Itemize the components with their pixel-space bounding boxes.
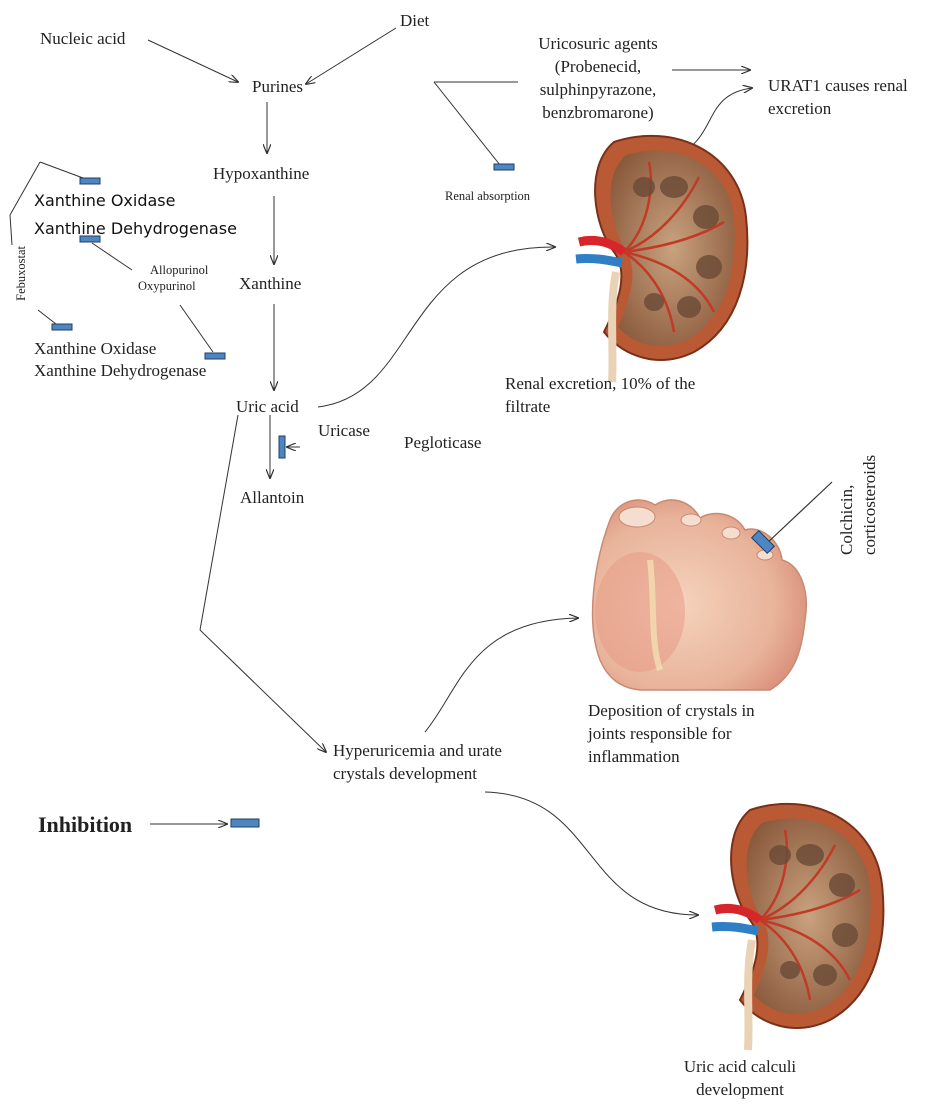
uricosuric-line-4: benzbromarone) (518, 102, 678, 125)
uricosuric-line-2: (Probenecid, (518, 56, 678, 79)
label-hypoxanthine: Hypoxanthine (213, 163, 309, 186)
uricosuric-line-3: sulphinpyrazone, (518, 79, 678, 102)
label-allantoin: Allantoin (240, 487, 304, 510)
calculi-line-1: Uric acid calculi (660, 1056, 820, 1079)
label-purines: Purines (252, 76, 303, 99)
label-xanthine-oxidase-2: Xanthine Oxidase (34, 338, 156, 361)
inflamed-foot-illustration (593, 482, 832, 690)
label-xanthine-oxidase-1: Xanthine Oxidase (34, 190, 175, 212)
deposition-line-3: inflammation (588, 746, 755, 769)
label-renal-absorption: Renal absorption (445, 188, 530, 205)
hyperuricemia-line-2: crystals development (333, 763, 502, 786)
label-uricosuric-agents: Uricosuric agents (Probenecid, sulphinpy… (518, 33, 678, 125)
label-pegloticase: Pegloticase (404, 432, 481, 455)
label-febuxostat: Febuxostat (13, 246, 30, 301)
colchicin-line-1: Colchicin, (836, 455, 859, 555)
uricosuric-line-1: Uricosuric agents (518, 33, 678, 56)
label-xanthine-dehydrogenase-2: Xanthine Dehydrogenase (34, 360, 206, 383)
urat1-line-1: URAT1 causes renal (768, 75, 908, 98)
label-allopurinol: Allopurinol (150, 262, 208, 279)
colchicin-line-2: corticosteroids (859, 455, 882, 555)
hyperuricemia-line-1: Hyperuricemia and urate (333, 740, 502, 763)
kidney-illustration-upper (576, 136, 747, 382)
label-oxypurinol: Oxypurinol (138, 278, 196, 295)
renal-excretion-line-1: Renal excretion, 10% of the (505, 373, 695, 396)
label-uricase: Uricase (318, 420, 370, 443)
deposition-line-2: joints responsible for (588, 723, 755, 746)
label-uric-acid-calculi: Uric acid calculi development (660, 1056, 820, 1102)
kidney-illustration-lower (712, 804, 883, 1050)
label-uric-acid: Uric acid (236, 396, 299, 419)
label-xanthine-dehydrogenase-1: Xanthine Dehydrogenase (34, 218, 237, 240)
label-colchicin-corticosteroids: Colchicin, corticosteroids (836, 455, 882, 555)
label-deposition-of-crystals: Deposition of crystals in joints respons… (588, 700, 755, 769)
legend-inhibition-label: Inhibition (38, 810, 132, 840)
label-nucleic-acid: Nucleic acid (40, 28, 125, 51)
label-xanthine: Xanthine (239, 273, 301, 296)
renal-excretion-line-2: filtrate (505, 396, 695, 419)
label-renal-excretion: Renal excretion, 10% of the filtrate (505, 373, 695, 419)
label-diet: Diet (400, 10, 429, 33)
deposition-line-1: Deposition of crystals in (588, 700, 755, 723)
calculi-line-2: development (660, 1079, 820, 1102)
label-urat1: URAT1 causes renal excretion (768, 75, 908, 121)
urat1-line-2: excretion (768, 98, 908, 121)
label-hyperuricemia: Hyperuricemia and urate crystals develop… (333, 740, 502, 786)
